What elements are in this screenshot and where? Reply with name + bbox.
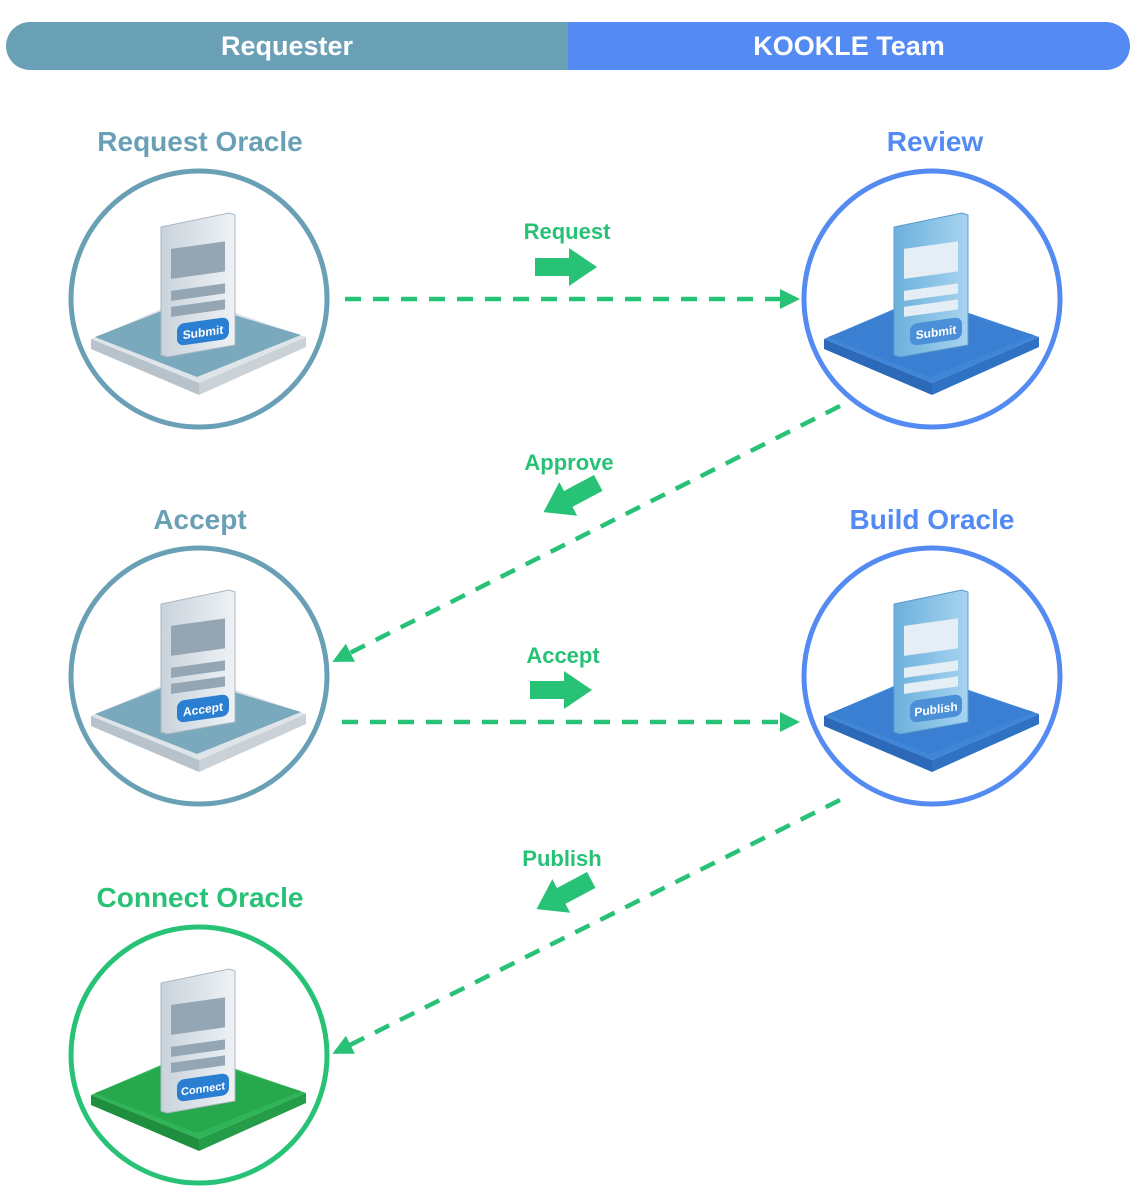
document-icon: Submit (160, 212, 236, 358)
node-accept: Accept (68, 545, 330, 807)
swimlane-header: Requester KOOKLE Team (6, 22, 1130, 70)
connector-publish (332, 797, 842, 1055)
node-title-build-oracle: Build Oracle (849, 504, 1015, 535)
document-icon: Connect (160, 968, 236, 1114)
document-icon: Publish (893, 589, 969, 735)
arrow-down-left-icon (536, 872, 596, 913)
connector-approve (332, 403, 842, 663)
node-title-accept: Accept (153, 504, 247, 535)
edge-label-accept: Accept (526, 643, 600, 668)
node-button-label: Submit (916, 323, 957, 343)
node-request-oracle: Submit (68, 168, 330, 430)
document-icon: Accept (160, 589, 236, 735)
document-icon: Submit (893, 212, 969, 358)
node-build-oracle: Publish (801, 545, 1063, 807)
node-button-label: Accept (183, 700, 223, 720)
edge-label-approve: Approve (524, 450, 614, 475)
arrow-right-icon (535, 248, 597, 286)
arrow-right-icon (530, 671, 592, 709)
node-title-review: Review (886, 126, 984, 157)
node-title-connect-oracle: Connect Oracle (96, 882, 304, 913)
node-connect-oracle: Connect (68, 924, 330, 1186)
edge-label-publish: Publish (522, 846, 602, 871)
node-title-request-oracle: Request Oracle (97, 126, 303, 157)
node-button-label: Publish (914, 699, 957, 719)
node-button-label: Submit (183, 323, 224, 343)
edge-label-request: Request (523, 219, 611, 244)
node-review: Submit (801, 168, 1063, 430)
requester-lane-label: Requester (6, 22, 568, 70)
arrow-down-left-icon (543, 475, 603, 516)
team-lane-label: KOOKLE Team (568, 22, 1130, 70)
